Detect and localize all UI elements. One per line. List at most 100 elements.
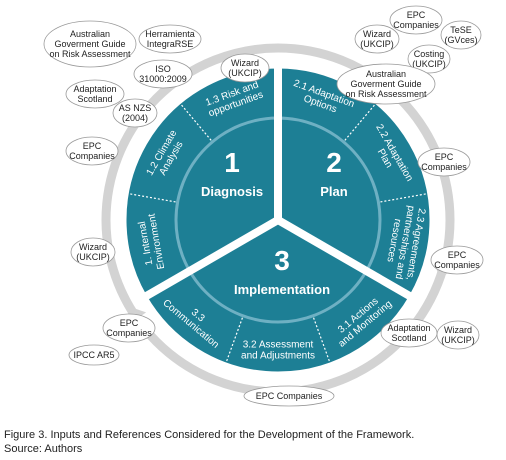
- reference-label-line: EPC: [83, 141, 102, 151]
- reference-label-line: Wizard: [231, 58, 259, 68]
- reference-label-line: Wizard: [79, 242, 107, 252]
- reference-label-line: Scotland: [391, 333, 426, 343]
- reference-label-line: Wizard: [444, 325, 472, 335]
- reference-label-line: Companies: [393, 20, 439, 30]
- reference-label-line: Companies: [69, 151, 115, 161]
- reference-label-line: on Risk Assessment: [49, 49, 131, 59]
- phase-number: 2: [326, 147, 342, 178]
- reference-label: Wizard(UKCIP): [76, 242, 110, 262]
- reference-label-line: EPC: [448, 250, 467, 260]
- phase-label: Diagnosis: [201, 184, 263, 199]
- reference-label-line: EPC: [120, 318, 139, 328]
- reference-label-line: Adaptation: [73, 84, 116, 94]
- reference-label: AS NZS(2004): [119, 103, 152, 123]
- reference-label-line: (2004): [122, 113, 148, 123]
- phase-number: 3: [274, 245, 290, 276]
- reference-label-line: Australian: [70, 29, 110, 39]
- bubble-outline: [220, 53, 270, 83]
- bubble-outline: [243, 385, 335, 407]
- reference-label-line: Costing: [414, 49, 445, 59]
- phase-label: Implementation: [234, 282, 330, 297]
- phase-separator: [275, 216, 418, 303]
- bubble-outline: [389, 5, 443, 35]
- reference-label: Costing(UKCIP): [412, 49, 446, 69]
- reference-label: EPC Companies: [256, 391, 323, 401]
- phase-label: Plan: [320, 184, 348, 199]
- reference-label-line: Australian: [366, 69, 406, 79]
- reference-label: IPCC AR5: [73, 350, 114, 360]
- bubble-outline: [354, 24, 400, 54]
- reference-label-line: (UKCIP): [441, 335, 475, 345]
- reference-bubble-r-wizard-top: Wizard(UKCIP): [220, 53, 270, 83]
- bubble-outline: [65, 136, 119, 166]
- reference-bubble-r-epc-bottom: EPC Companies: [243, 385, 335, 407]
- reference-label-line: TeSE: [450, 25, 472, 35]
- step-label-line: and Adjustments: [241, 351, 315, 362]
- reference-bubble-r-wizard-left: Wizard(UKCIP): [70, 237, 116, 267]
- bubble-outline: [436, 320, 480, 350]
- reference-label-line: Scotland: [77, 94, 112, 104]
- phase-number: 1: [224, 147, 240, 178]
- reference-label: Wizard(UKCIP): [441, 325, 475, 345]
- reference-label-line: on Risk Assessment: [345, 89, 427, 99]
- bubble-outline: [138, 24, 202, 54]
- reference-label-line: Companies: [421, 162, 467, 172]
- reference-label-line: EPC Companies: [256, 391, 323, 401]
- reference-label-line: (UKCIP): [360, 39, 394, 49]
- bubble-outline: [70, 237, 116, 267]
- bubble-outline: [68, 344, 120, 366]
- reference-label-line: (UKCIP): [76, 252, 110, 262]
- reference-label-line: (UKCIP): [412, 59, 446, 69]
- reference-label-line: (UKCIP): [228, 68, 262, 78]
- reference-label-line: Companies: [434, 260, 480, 270]
- phase-separator: [138, 216, 280, 303]
- step-label-s23: 2.3 Agreements,partnerships andresources: [382, 203, 427, 282]
- bubble-outline: [407, 44, 451, 74]
- bubble-outline: [112, 98, 158, 128]
- bubble-outline: [336, 63, 436, 105]
- figure-caption: Figure 3. Inputs and References Consider…: [4, 429, 415, 441]
- reference-bubble-r-wizard-tr: Wizard(UKCIP): [354, 24, 400, 54]
- bubble-outline: [417, 147, 471, 177]
- reference-label: Wizard(UKCIP): [228, 58, 262, 78]
- reference-label-line: Herramienta: [145, 29, 195, 39]
- reference-label: Wizard(UKCIP): [360, 29, 394, 49]
- step-label-line: 3.2 Assessment: [243, 340, 314, 351]
- reference-label-line: AS NZS: [119, 103, 152, 113]
- reference-label-line: Adaptation: [387, 323, 430, 333]
- reference-label-line: 31000:2009: [139, 74, 187, 84]
- reference-bubble-r-costing: Costing(UKCIP): [407, 44, 451, 74]
- bubble-outline: [440, 20, 482, 50]
- reference-label-line: Companies: [106, 328, 152, 338]
- bubble-outline: [43, 20, 137, 68]
- reference-label-line: IPCC AR5: [73, 350, 114, 360]
- reference-bubble-r-tese: TeSE(GVces): [440, 20, 482, 50]
- reference-bubble-r-ipcc: IPCC AR5: [68, 344, 120, 366]
- bubble-outline: [102, 313, 156, 343]
- reference-label-line: Wizard: [363, 29, 391, 39]
- reference-label: TeSE(GVces): [444, 25, 477, 45]
- reference-bubble-r-wizard-br: Wizard(UKCIP): [436, 320, 480, 350]
